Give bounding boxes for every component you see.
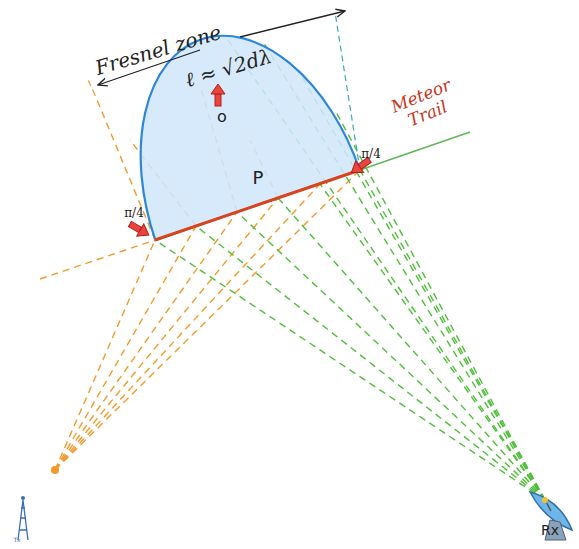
phase-label: π/4	[361, 148, 381, 161]
station-label: Tx	[13, 537, 20, 544]
phase-label: π/4	[124, 207, 144, 220]
dimension-guide	[88, 80, 95, 95]
tx-tower	[18, 466, 59, 540]
dimension-arrow	[240, 11, 345, 37]
rx-dish	[530, 492, 572, 540]
fresnel-dome	[99, 4, 360, 240]
point-label: P	[253, 168, 264, 188]
trail-label: Meteor Trail	[388, 76, 459, 134]
point-label: o	[217, 108, 227, 126]
station-label: Rx	[541, 523, 559, 538]
trail-extension	[360, 132, 470, 170]
dimension-guide	[335, 12, 360, 170]
trail-extension	[40, 240, 155, 279]
phase-arrows	[126, 84, 373, 241]
